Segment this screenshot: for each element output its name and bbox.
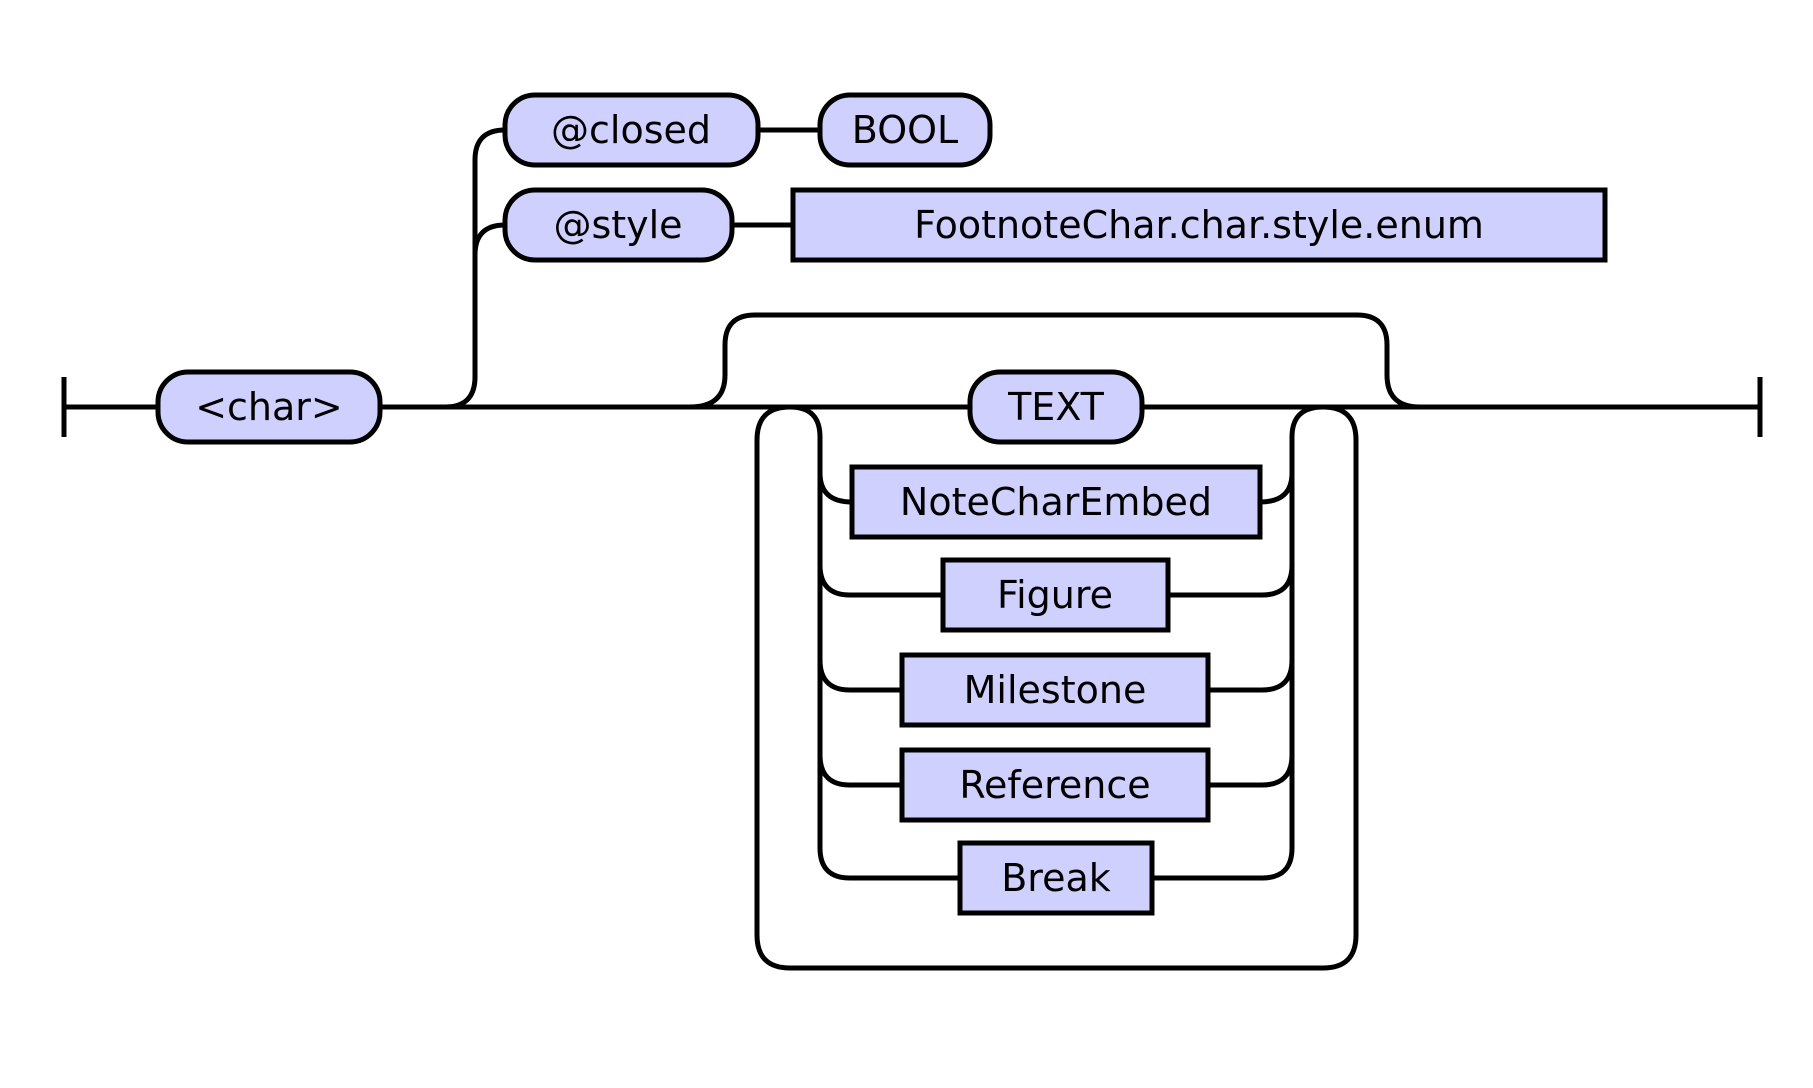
- text-node[interactable]: TEXT: [967, 369, 1145, 445]
- text-label: TEXT: [1007, 385, 1105, 429]
- break-node[interactable]: Break: [957, 840, 1155, 916]
- style-enum-node[interactable]: FootnoteChar.char.style.enum: [790, 187, 1608, 263]
- bool-node[interactable]: BOOL: [817, 92, 993, 168]
- style-attribute-node[interactable]: @style: [502, 187, 735, 263]
- milestone-label: Milestone: [964, 668, 1147, 712]
- end-terminator: [1400, 377, 1763, 437]
- closed-attribute-node[interactable]: @closed: [502, 92, 761, 168]
- style-attribute-label: @style: [553, 203, 682, 247]
- note-char-embed-label: NoteCharEmbed: [900, 480, 1212, 524]
- reference-node[interactable]: Reference: [899, 747, 1211, 823]
- style-enum-label: FootnoteChar.char.style.enum: [914, 203, 1484, 247]
- figure-node[interactable]: Figure: [940, 557, 1171, 633]
- milestone-node[interactable]: Milestone: [899, 652, 1211, 728]
- start-terminator: [61, 377, 160, 437]
- reference-label: Reference: [959, 763, 1150, 807]
- choice-rails: [789, 404, 1324, 881]
- repeat-loop: [754, 404, 1359, 971]
- bypass-loop: [689, 312, 1421, 410]
- note-char-embed-node[interactable]: NoteCharEmbed: [849, 464, 1263, 540]
- bool-label: BOOL: [852, 108, 958, 152]
- break-label: Break: [1001, 856, 1111, 900]
- figure-label: Figure: [997, 573, 1113, 617]
- attribute-branch: [444, 127, 820, 410]
- char-element-node[interactable]: <char>: [155, 369, 383, 445]
- char-element-label: <char>: [195, 385, 343, 429]
- closed-attribute-label: @closed: [551, 108, 711, 152]
